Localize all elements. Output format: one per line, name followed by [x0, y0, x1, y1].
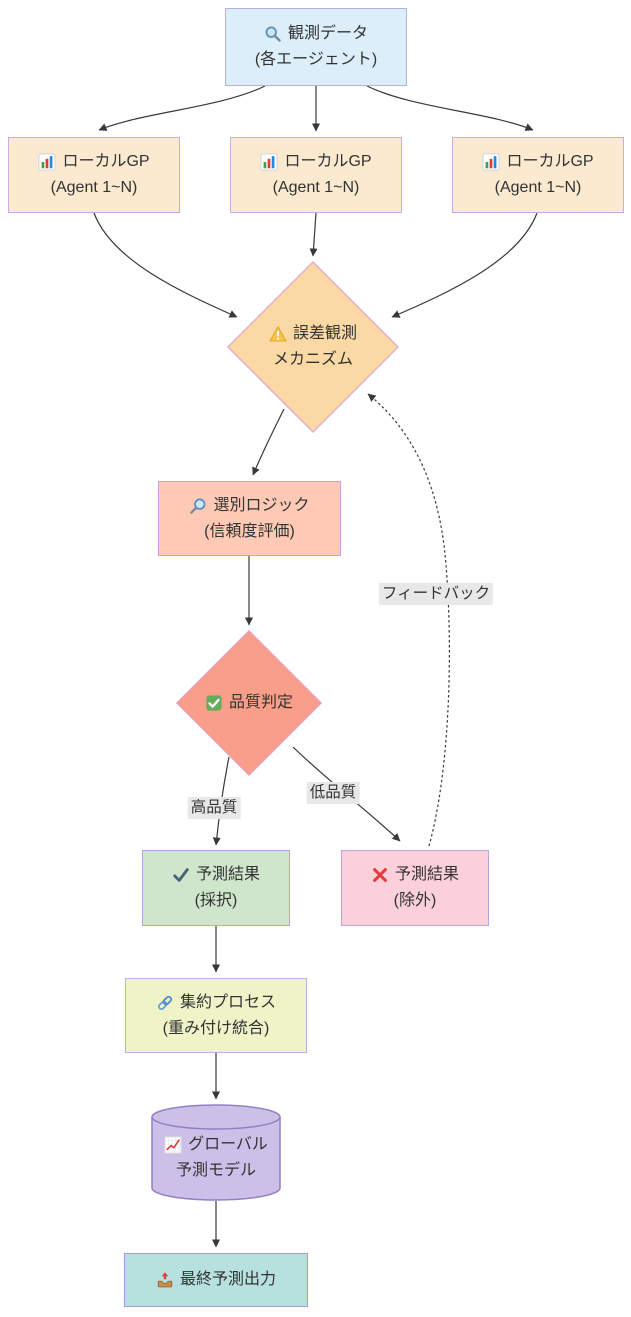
node-subtitle: 予測モデル [175, 1162, 256, 1179]
node-result-excluded: 予測結果 (除外) [341, 850, 489, 926]
edge-gp1-to-error [93, 212, 238, 318]
node-subtitle: (Agent 1~N) [494, 179, 582, 196]
node-title: 最終予測出力 [179, 1271, 276, 1288]
bar-chart-icon [38, 153, 56, 171]
node-title: 品質判定 [228, 694, 293, 711]
chart-increasing-icon [164, 1136, 182, 1154]
cross-mark-icon [371, 866, 389, 884]
node-result-adopted: 予測結果 (採択) [142, 850, 290, 926]
edge-label-feedback: フィードバック [378, 583, 494, 605]
node-selection-logic: 選別ロジック (信頼度評価) [158, 481, 341, 556]
node-local-gp-3: ローカルGP (Agent 1~N) [452, 137, 624, 213]
edge-gp2-to-error [309, 212, 318, 257]
global-model-cylinder-top [151, 1104, 281, 1130]
quality-check-diamond [175, 629, 323, 777]
node-local-gp-1: ローカルGP (Agent 1~N) [8, 137, 180, 213]
bar-chart-icon [260, 153, 278, 171]
node-title: 誤差観測 [292, 325, 357, 342]
node-observation-data: 観測データ (各エージェント) [225, 8, 407, 86]
node-title: 予測結果 [394, 866, 459, 883]
edge-excluded-feedback-to-error [367, 393, 450, 847]
magnifier-left-icon [189, 497, 207, 515]
node-title: 集約プロセス [179, 993, 276, 1011]
node-subtitle: (除外) [393, 892, 437, 909]
node-quality-check-label: 品質判定 [174, 688, 324, 718]
node-subtitle: (Agent 1~N) [272, 179, 360, 196]
node-title: 予測結果 [195, 866, 260, 883]
node-subtitle: (信頼度評価) [204, 522, 295, 540]
edge-observation-to-gp1 [98, 85, 266, 131]
edge-label-low-quality: 低品質 [306, 782, 360, 804]
node-subtitle: (Agent 1~N) [50, 179, 138, 196]
magnifier-icon [264, 25, 282, 43]
node-title: ローカルGP [506, 153, 594, 170]
node-final-output: 最終予測出力 [124, 1253, 308, 1307]
error-mechanism-diamond [226, 260, 400, 434]
edge-gp3-to-error [391, 212, 538, 318]
node-title: ローカルGP [284, 153, 372, 170]
check-mark-icon [172, 866, 190, 884]
edge-error-to-selection [252, 408, 285, 476]
global-model-cylinder-body [151, 1117, 281, 1201]
link-icon [156, 994, 174, 1012]
outbox-icon [156, 1271, 174, 1289]
node-global-model-label: グローバル 予測モデル [152, 1124, 280, 1192]
node-subtitle: メカニズム [272, 351, 353, 368]
warning-icon [269, 325, 287, 343]
node-subtitle: (採択) [194, 892, 238, 909]
node-error-mechanism-label: 誤差観測 メカニズム [238, 316, 388, 378]
check-box-icon [205, 694, 223, 712]
node-aggregation: 集約プロセス (重み付け統合) [125, 978, 307, 1053]
node-title: 選別ロジック [213, 496, 310, 514]
node-title: 観測データ [287, 25, 368, 42]
node-subtitle: (各エージェント) [254, 51, 378, 68]
node-local-gp-2: ローカルGP (Agent 1~N) [230, 137, 402, 213]
edge-label-high-quality: 高品質 [187, 797, 241, 819]
node-subtitle: (重み付け統合) [162, 1019, 270, 1037]
node-title: ローカルGP [62, 153, 150, 170]
edge-observation-to-gp3 [366, 85, 534, 131]
node-title: グローバル [188, 1136, 268, 1153]
bar-chart-icon [482, 153, 500, 171]
